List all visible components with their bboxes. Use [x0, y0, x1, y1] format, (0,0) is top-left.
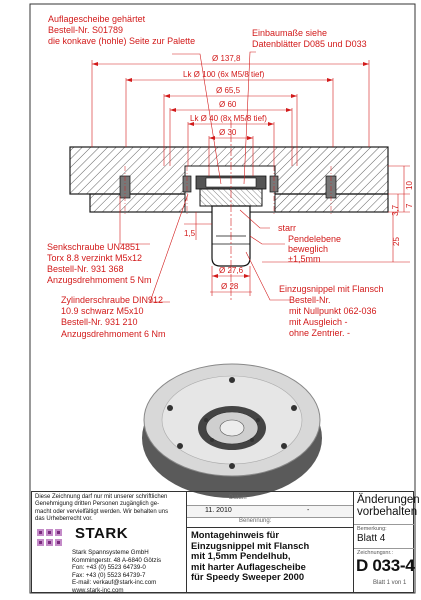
description-line: für Speedy Sweeper 2000 [191, 571, 305, 583]
company-logo-text: STARK [75, 525, 129, 542]
dim-lk-100: Lk Ø 100 (6x M5/8 tief) [183, 70, 265, 79]
dim-27-6: Ø 27,6 [219, 266, 244, 275]
dimension-lines [91, 51, 410, 303]
nipple-1: Einzugsnippel mit Flansch [279, 284, 384, 294]
countersunk-4: Anzugsdrehmoment 5 Nm [47, 275, 152, 285]
stark-logo-icon [35, 527, 69, 549]
notice-line: Diese Zeichnung darf nur mit unserer sch… [35, 494, 168, 500]
dim-60: Ø 60 [219, 100, 237, 109]
company-address: Stark Spannsysteme GmbH Kommingerstr. 48… [35, 549, 190, 595]
pendulum-label-3: ±1,5mm [288, 254, 320, 264]
pendulum-label-2: beweglich [288, 244, 328, 254]
countersunk-3: Bestell-Nr. 931 368 [47, 264, 124, 274]
notice-line: Genehmigung dritten Personen zugänglich … [35, 501, 160, 508]
date-row: 11. 2010 - [187, 505, 354, 518]
date-dash: - [307, 507, 310, 514]
dimension-arrows [92, 62, 369, 278]
drawing-number-label: Zeichnungsnr.: [357, 550, 394, 556]
remark-label: Bemerkung: [357, 526, 387, 532]
dim-10: 10 [405, 181, 414, 190]
dim-65-5: Ø 65,5 [216, 86, 241, 95]
description-line: mit 1,5mm Pendelhub, [191, 550, 291, 562]
mount-note-1: Einbaumaße siehe [252, 28, 327, 38]
title-right-column: Änderungen vorbehalten Bemerkung: Blatt … [353, 492, 420, 592]
dim-1-5: 1,5 [184, 229, 196, 238]
changes-line: Änderungen [357, 494, 420, 506]
cylinder-2: 10.9 schwarz M5x10 [61, 306, 144, 316]
notice-line: das Urheberrecht vor. [35, 516, 93, 523]
changes-notice: Änderungen vorbehalten [357, 494, 420, 518]
divider [354, 524, 415, 525]
description-line: Montagehinweis für [191, 529, 280, 540]
countersunk-1: Senkschraube UN4851 [47, 242, 140, 252]
company-line: Fax: +43 (0) 5523 64739-7 [72, 571, 146, 579]
nipple-top [219, 419, 245, 437]
notice-line: macht oder vervielfältigt werden. Wir be… [35, 508, 169, 515]
section-view [69, 120, 389, 300]
nipple-3: mit Nullpunkt 062-036 [289, 306, 377, 316]
mounting-holes [167, 377, 297, 469]
dim-3-7: 3,7 [391, 204, 400, 216]
dim-28: Ø 28 [221, 282, 239, 291]
changes-line: vorbehalten [357, 505, 418, 518]
rigid-label: starr [278, 223, 296, 233]
title-block: Diese Zeichnung darf nur mit unserer sch… [31, 491, 420, 595]
description-line: Einzugsnippel mit Flansch [191, 539, 310, 551]
sheet-count: Blatt 1 von 1 [373, 580, 407, 586]
countersunk-2: Torx 8.8 verzinkt M5x12 [47, 253, 142, 263]
sheet-label: Blatt 4 [357, 533, 386, 544]
nipple-5: ohne Zentrier. - [289, 328, 350, 338]
nipple-2: Bestell-Nr. [289, 295, 331, 305]
description-line: mit harter Auflagescheibe [191, 560, 306, 572]
copyright-notice: Diese Zeichnung darf nur mit unserer sch… [35, 494, 185, 524]
cylinder-3: Bestell-Nr. 931 210 [61, 317, 138, 327]
date-box: Datum 11. 2010 - Benennung: [186, 492, 354, 527]
dim-lk-40: Lk Ø 40 (8x M5/8 tief) [190, 114, 267, 123]
company-line: Stark Spannsysteme GmbH [72, 549, 149, 556]
washer-title: Auflagescheibe gehärtet [48, 14, 146, 24]
clamp-rendering [142, 363, 322, 498]
company-line: Kommingerstr. 48 A-6840 Götzis [72, 556, 162, 564]
divider [354, 548, 415, 549]
designation-label: Benennung: [239, 518, 272, 524]
washer-order: Bestell-Nr. S01789 [48, 25, 123, 35]
dim-7: 7 [405, 203, 414, 208]
cylinder-4: Anzugsdrehmoment 6 Nm [61, 329, 166, 339]
nipple-4: mit Ausgleich - [289, 317, 348, 327]
drawing-description: Montagehinweis für Einzugsnippel mit Fla… [186, 527, 353, 593]
annotations: Auflagescheibe gehärtet Bestell-Nr. S017… [47, 14, 414, 339]
dim-137-8: Ø 137,8 [212, 54, 241, 63]
mount-note-2: Datenblätter D085 und D033 [252, 39, 367, 49]
dim-25: 25 [392, 237, 401, 246]
pendulum-label-1: Pendelebene [288, 234, 341, 244]
dim-30: Ø 30 [219, 128, 237, 137]
date-value: 11. 2010 [205, 507, 232, 514]
company-line: www.stark-inc.com [72, 586, 124, 594]
cylinder-1: Zylinderschraube DIN912 [61, 295, 163, 305]
date-label: Datum [229, 495, 247, 501]
sheet-frame [29, 3, 416, 594]
washer-note: die konkave (hohle) Seite zur Palette [48, 36, 195, 46]
drawing-number: D 033-4 [356, 556, 415, 575]
company-line: E-mail: verkauf@stark-inc.com [72, 579, 157, 587]
company-line: Fon: +43 (0) 5523 64739-0 [72, 564, 146, 572]
